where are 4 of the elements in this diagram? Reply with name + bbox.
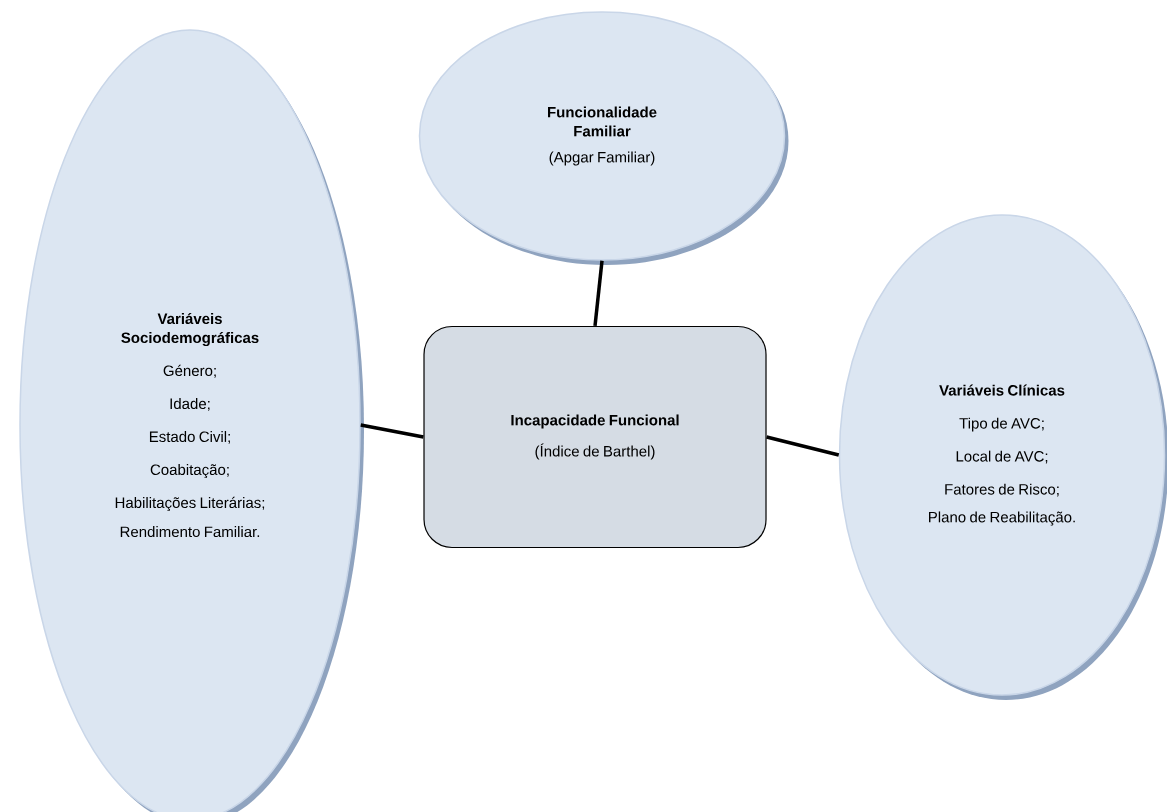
connector-line xyxy=(766,435,840,457)
rounded-box: Incapacidade Funcional (Índice de Barthel) xyxy=(423,325,767,549)
connector-line xyxy=(593,260,604,327)
connector-line xyxy=(360,423,424,439)
